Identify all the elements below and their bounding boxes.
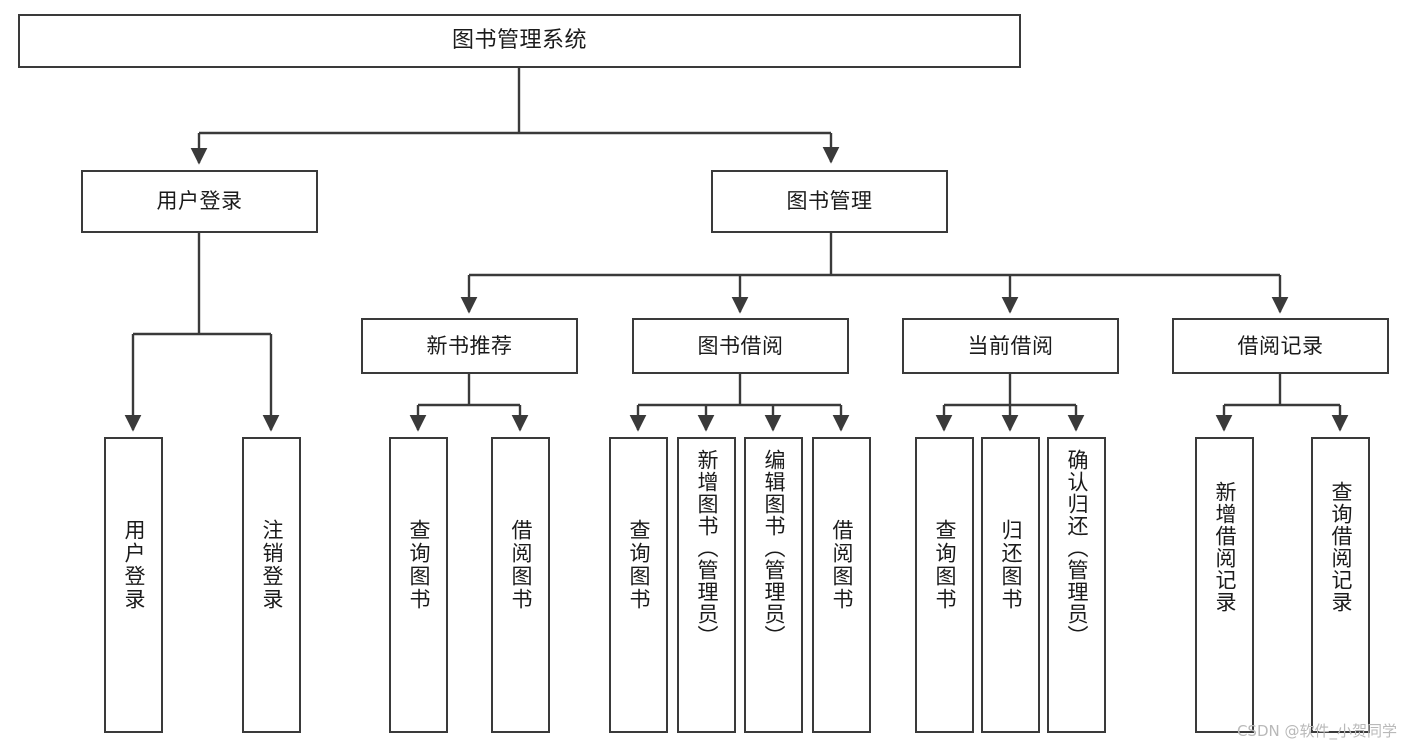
node-label: 确认归还（管理员） (1065, 449, 1089, 647)
node-label: 用户登录 (122, 519, 146, 611)
node-label: 借阅图书 (830, 519, 854, 611)
leaf-borrow-book-recommend[interactable]: 借阅图书 (491, 437, 550, 733)
leaf-query-borrow-record[interactable]: 查询借阅记录 (1311, 437, 1370, 733)
node-user-login[interactable]: 用户登录 (81, 170, 318, 233)
node-label: 查询图书 (627, 519, 651, 611)
node-label: 新书推荐 (426, 333, 513, 358)
node-current-borrow[interactable]: 当前借阅 (902, 318, 1119, 374)
leaf-return-book[interactable]: 归还图书 (981, 437, 1040, 733)
node-label: 编辑图书（管理员） (762, 449, 786, 647)
node-label: 归还图书 (999, 519, 1023, 611)
leaf-add-borrow-record[interactable]: 新增借阅记录 (1195, 437, 1254, 733)
node-label: 查询借阅记录 (1329, 481, 1353, 613)
node-label: 新增借阅记录 (1213, 481, 1237, 613)
watermark-text: CSDN @软件_小贺同学 (1236, 722, 1397, 740)
leaf-add-book-admin[interactable]: 新增图书（管理员） (677, 437, 736, 733)
node-label: 图书管理 (786, 189, 873, 214)
leaf-query-book-recommend[interactable]: 查询图书 (389, 437, 448, 733)
leaf-query-book-borrow[interactable]: 查询图书 (609, 437, 668, 733)
leaf-logout-login[interactable]: 注销登录 (242, 437, 301, 733)
node-book-borrow[interactable]: 图书借阅 (632, 318, 849, 374)
node-label: 查询图书 (407, 519, 431, 611)
leaf-user-login[interactable]: 用户登录 (104, 437, 163, 733)
node-label: 新增图书（管理员） (695, 449, 719, 647)
node-label: 借阅记录 (1237, 333, 1324, 358)
leaf-confirm-return-admin[interactable]: 确认归还（管理员） (1047, 437, 1106, 733)
node-borrow-record[interactable]: 借阅记录 (1172, 318, 1389, 374)
leaf-borrow-book[interactable]: 借阅图书 (812, 437, 871, 733)
node-label: 图书管理系统 (451, 28, 587, 54)
node-label: 借阅图书 (509, 519, 533, 611)
node-book-management[interactable]: 图书管理 (711, 170, 948, 233)
node-label: 查询图书 (933, 519, 957, 611)
node-label: 图书借阅 (697, 333, 784, 358)
node-label: 注销登录 (260, 519, 284, 611)
leaf-edit-book-admin[interactable]: 编辑图书（管理员） (744, 437, 803, 733)
leaf-query-book-current[interactable]: 查询图书 (915, 437, 974, 733)
node-root-book-management-system[interactable]: 图书管理系统 (18, 14, 1021, 68)
node-label: 当前借阅 (967, 333, 1054, 358)
node-label: 用户登录 (156, 189, 243, 214)
node-new-book-recommend[interactable]: 新书推荐 (361, 318, 578, 374)
